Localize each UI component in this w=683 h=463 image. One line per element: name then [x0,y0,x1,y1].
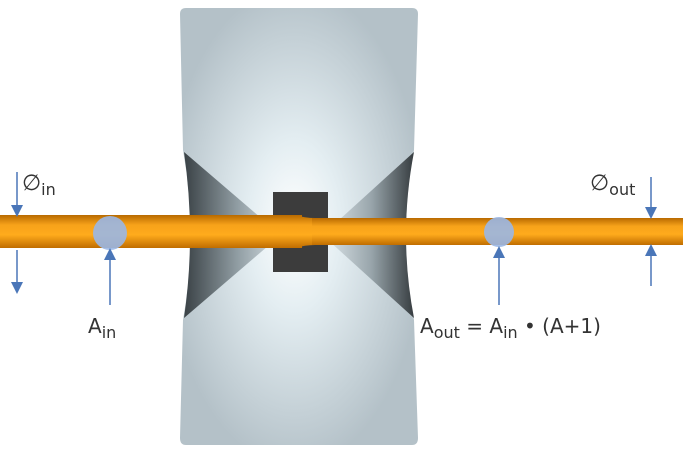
diameter-out-label: ∅out [590,171,635,199]
cross-section-in-marker [93,216,127,250]
wire-input [0,215,302,248]
wire-reduction [295,215,315,248]
area-out-equation: Aout = Ain • (A+1) [420,314,601,342]
diameter-in-label: ∅in [22,171,56,199]
area-in-label: Ain [88,314,116,342]
cross-section-out-marker [484,217,514,247]
